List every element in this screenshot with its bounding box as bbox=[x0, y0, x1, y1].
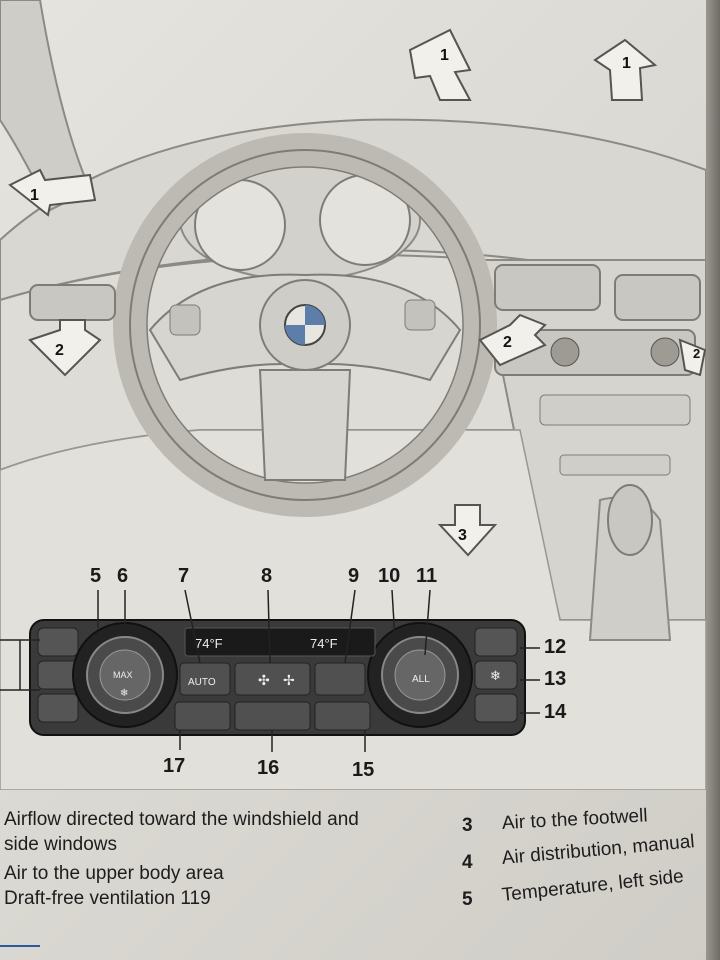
callout-2c: 2 bbox=[693, 346, 700, 361]
footer-rule bbox=[0, 945, 40, 947]
auto-label: AUTO bbox=[188, 677, 216, 688]
callout-16: 16 bbox=[257, 757, 280, 779]
caption-item5-text: Temperature, left side bbox=[500, 865, 685, 906]
callout-9: 9 bbox=[348, 565, 360, 587]
climate-control-panel: 74°F 74°F MAX AUTO ALL ✣ ✢ ❄ ❄ bbox=[29, 619, 526, 736]
caption-item2-line1: Air to the upper body area bbox=[4, 863, 224, 884]
right-temp-readout: 74°F bbox=[310, 636, 338, 651]
callout-3: 3 bbox=[458, 527, 467, 544]
callout-7: 7 bbox=[178, 565, 190, 587]
callout-17: 17 bbox=[163, 755, 186, 777]
callout-6: 6 bbox=[117, 565, 129, 587]
callout-2a: 2 bbox=[55, 342, 64, 359]
caption-item1: Airflow directed toward the windshield a… bbox=[4, 808, 434, 857]
caption-item4-number: 4 bbox=[462, 852, 473, 873]
left-temp-readout: 74°F bbox=[195, 636, 223, 651]
max-label: MAX bbox=[113, 670, 133, 680]
callout-1b: 1 bbox=[622, 55, 631, 72]
snowflake-icon: ❄ bbox=[490, 669, 501, 684]
caption-item2: Air to the upper body area Draft-free ve… bbox=[4, 862, 434, 911]
callout-10: 10 bbox=[378, 565, 401, 587]
caption-item1-line2: side windows bbox=[4, 833, 117, 855]
callout-12: 12 bbox=[544, 636, 567, 658]
page-edge bbox=[706, 0, 720, 960]
caption-item3-number: 3 bbox=[462, 815, 473, 836]
caption-item2-line2: Draft-free ventilation 119 bbox=[4, 887, 211, 909]
callout-14: 14 bbox=[544, 701, 567, 723]
callout-1a: 1 bbox=[440, 47, 449, 64]
caption-item5-number: 5 bbox=[462, 889, 473, 910]
fan-high-icon: ✢ bbox=[283, 673, 295, 689]
fan-icon: ✣ bbox=[258, 673, 270, 689]
caption-item3-text: Air to the footwell bbox=[501, 805, 649, 834]
all-label: ALL bbox=[412, 674, 430, 685]
callout-1c: 1 bbox=[30, 187, 39, 204]
callout-11: 11 bbox=[416, 565, 438, 587]
caption-item4-text: Air distribution, manual bbox=[501, 831, 696, 869]
callout-5: 5 bbox=[90, 565, 102, 587]
callout-15: 15 bbox=[352, 759, 375, 781]
callout-8: 8 bbox=[261, 565, 273, 587]
snowflake-icon: ❄ bbox=[120, 688, 128, 699]
callout-13: 13 bbox=[544, 668, 567, 690]
caption-item1-line1: Airflow directed toward the windshield a… bbox=[4, 809, 359, 830]
dashboard-illustration: 1 1 1 2 2 2 3 bbox=[0, 0, 706, 790]
callout-2b: 2 bbox=[503, 334, 512, 351]
